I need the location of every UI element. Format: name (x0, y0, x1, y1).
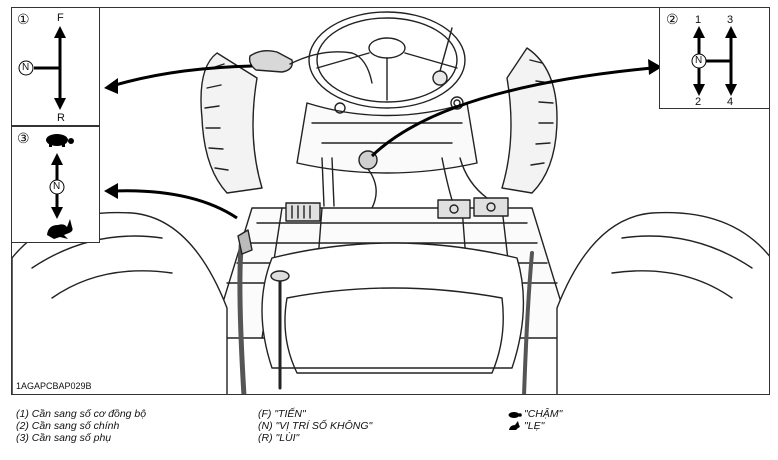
gear-4-label: 4 (727, 96, 734, 108)
inset-number: ③ (17, 130, 30, 146)
neutral-label: N (22, 62, 30, 73)
inset-number: ② (666, 11, 679, 27)
gear-pattern-diagram (691, 26, 737, 96)
inset-main-gear-lever: ② 1 3 N 2 4 (659, 8, 769, 109)
legend-item-slow: "CHẬM" (508, 408, 562, 420)
slow-label: "CHẬM" (524, 408, 563, 420)
legend-item: (1) Cần sang số cơ đồng bộ (16, 408, 147, 420)
range-pattern-diagram (46, 134, 74, 239)
legend-levers: (1) Cần sang số cơ đồng bộ (2) Cần sang … (16, 408, 146, 444)
reverse-label: R (57, 112, 65, 124)
legend-item: (2) Cần sang số chính (16, 420, 120, 432)
figure-code: 1AGAPCBAP029B (16, 381, 92, 391)
legend-speeds: "CHẬM" "LẸ" (508, 408, 562, 432)
tractor-illustration (12, 11, 769, 394)
inset-shuttle-lever: ① F N R (12, 8, 100, 126)
rabbit-icon (47, 219, 73, 239)
fast-label: "LẸ" (524, 420, 545, 432)
legend-item: (N) "VỊ TRÍ SỐ KHÔNG" (258, 420, 373, 432)
forward-label: F (57, 12, 64, 24)
tractor-operator-figure: ① F N R ② 1 3 (11, 7, 770, 395)
rabbit-icon (509, 421, 520, 431)
inset-range-lever: ③ N (12, 126, 100, 243)
turtle-icon (508, 411, 522, 418)
neutral-label: N (695, 55, 703, 66)
turtle-icon (46, 134, 74, 147)
legend-item: (F) "TIẾN" (258, 408, 306, 420)
gear-3-label: 3 (727, 14, 734, 26)
gear-1-label: 1 (695, 14, 702, 26)
legend-item-fast: "LẸ" (508, 420, 562, 432)
legend-item: (R) "LÙI" (258, 432, 300, 444)
legend-positions: (F) "TIẾN" (N) "VỊ TRÍ SỐ KHÔNG" (R) "LÙ… (258, 408, 372, 444)
legend-item: (3) Cần sang số phụ (16, 432, 112, 444)
shuttle-pattern-diagram (18, 26, 66, 110)
inset-number: ① (17, 11, 30, 27)
gear-2-label: 2 (695, 96, 702, 108)
neutral-label: N (53, 181, 61, 192)
